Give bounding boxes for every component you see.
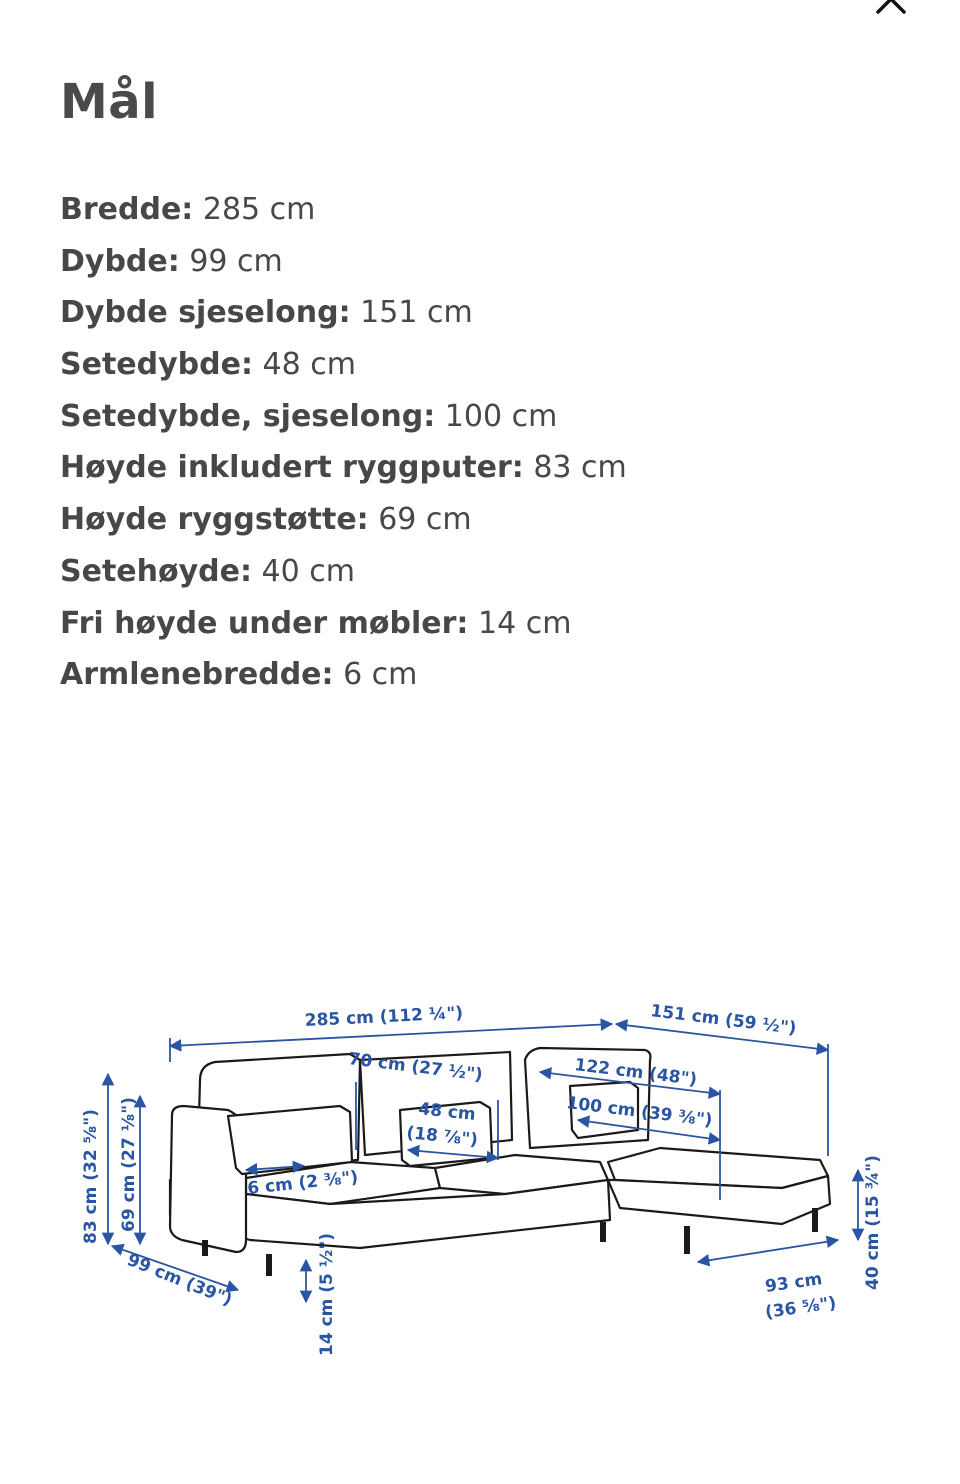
dimension-label: Høyde inkludert ryggputer:	[60, 450, 524, 486]
dimension-value: 83 cm	[533, 450, 627, 486]
label-height-69: 69 cm (27 ⅛")	[119, 1097, 139, 1232]
dimension-value: 40 cm	[261, 553, 355, 589]
dimension-label: Armlenebredde:	[60, 657, 334, 693]
dimension-label: Dybde:	[60, 243, 180, 279]
dimension-label: Setehøyde:	[60, 553, 252, 589]
dimension-label: Dybde sjeselong:	[60, 295, 351, 331]
dimension-value: 69 cm	[378, 502, 472, 538]
sofa-illustration	[168, 1046, 832, 1276]
close-icon	[876, 0, 906, 14]
label-clearance-14: 14 cm (5 ½")	[317, 1233, 337, 1356]
dimensions-list: Bredde: 285 cm Dybde: 99 cm Dybde sjesel…	[60, 184, 627, 701]
sofa-dimension-diagram: 285 cm (112 ¼") 151 cm (59 ½") 70 cm (27…	[81, 1001, 883, 1356]
dimension-lines	[101, 1018, 865, 1304]
dimension-label: Setedybde, sjeselong:	[60, 398, 436, 434]
dimension-item-seat-depth: Setedybde: 48 cm	[60, 339, 627, 391]
dimension-label: Fri høyde under møbler:	[60, 605, 469, 641]
dimension-value: 6 cm	[343, 657, 418, 693]
label-seat-height-40: 40 cm (15 ¾")	[863, 1155, 883, 1290]
label-depth-99: 99 cm (39")	[124, 1250, 235, 1310]
label-chaise-93-in: (36 ⅝")	[764, 1293, 838, 1323]
label-height-83: 83 cm (32 ⅝")	[81, 1109, 101, 1244]
dimension-value: 99 cm	[189, 243, 283, 279]
dimension-value: 100 cm	[444, 398, 558, 434]
dimension-value: 48 cm	[262, 347, 356, 383]
dimension-item-clearance: Fri høyde under møbler: 14 cm	[60, 598, 627, 650]
label-chaise-93-cm: 93 cm	[764, 1269, 824, 1297]
label-chaise-depth: 151 cm (59 ½")	[649, 1001, 797, 1039]
dimension-item-width: Bredde: 285 cm	[60, 184, 627, 236]
dimension-value: 151 cm	[360, 295, 473, 331]
dimension-item-seat-height: Setehøyde: 40 cm	[60, 546, 627, 598]
dimension-item-chaise-seat-depth: Setedybde, sjeselong: 100 cm	[60, 391, 627, 443]
dimension-label: Setedybde:	[60, 347, 253, 383]
dimension-value: 14 cm	[477, 605, 572, 641]
close-button[interactable]	[866, 0, 916, 20]
dimension-label: Høyde ryggstøtte:	[60, 502, 369, 538]
dimension-item-armrest-width: Armlenebredde: 6 cm	[60, 649, 627, 701]
dimension-item-height-cushions: Høyde inkludert ryggputer: 83 cm	[60, 442, 627, 494]
dimension-item-backrest-height: Høyde ryggstøtte: 69 cm	[60, 494, 627, 546]
dimension-item-depth: Dybde: 99 cm	[60, 236, 627, 288]
page-title: Mål	[60, 74, 159, 130]
dimension-value: 285 cm	[202, 192, 316, 227]
dimension-item-chaise-depth: Dybde sjeselong: 151 cm	[60, 287, 627, 339]
dimension-label: Bredde:	[60, 192, 194, 227]
label-width-total: 285 cm (112 ¼")	[304, 1003, 463, 1031]
